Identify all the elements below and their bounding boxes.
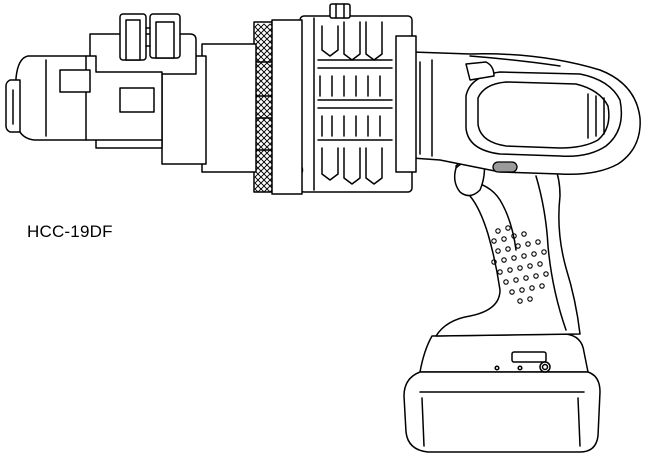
model-label: HCC-19DF: [27, 222, 113, 241]
cutting-head: [5, 13, 257, 173]
charge-led-1: [494, 365, 500, 371]
grip-texture: [491, 225, 549, 304]
status-indicator: [492, 161, 518, 173]
battery-release-latch: [511, 351, 547, 363]
top-pin: [329, 3, 351, 19]
hydraulic-cylinder: [288, 3, 417, 193]
knurled-ring: [253, 19, 303, 195]
lower-blade: [119, 87, 155, 113]
battery-pack: [403, 333, 601, 453]
charge-led-2: [517, 365, 523, 371]
upper-blade: [59, 69, 91, 93]
motor-housing: [411, 51, 641, 176]
